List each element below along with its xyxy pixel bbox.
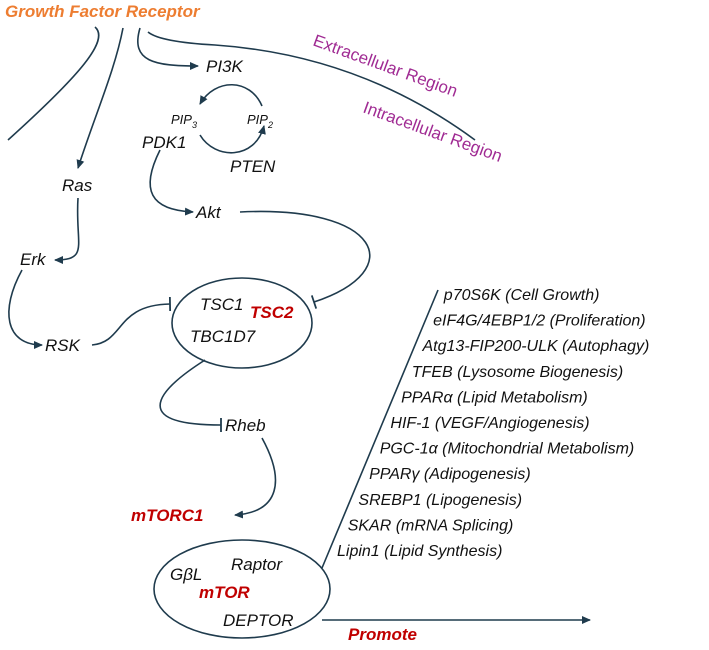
target-item: SKAR (mRNA Splicing) bbox=[348, 517, 514, 534]
target-item: TFEB (Lysosome Biogenesis) bbox=[412, 364, 623, 381]
receptor-label: Growth Factor Receptor bbox=[5, 2, 201, 21]
mtorc1-complex-ellipse bbox=[153, 539, 331, 639]
tbc1d7-label: TBC1D7 bbox=[190, 327, 256, 346]
ras-label: Ras bbox=[62, 176, 93, 195]
akt-label: Akt bbox=[195, 203, 222, 222]
edge-tsc-inhibits-rheb bbox=[159, 359, 222, 433]
edge-erk-to-rsk bbox=[8, 269, 43, 349]
edge-pip2-to-pip3 bbox=[199, 83, 263, 107]
tsc2-label: TSC2 bbox=[250, 303, 294, 322]
edge-pip3-to-pip2 bbox=[199, 125, 266, 154]
mtorc1-label: mTORC1 bbox=[131, 506, 203, 525]
raptor-label: Raptor bbox=[231, 555, 283, 574]
receptor-outer-arc bbox=[7, 26, 100, 141]
target-item: PGC-1α (Mitochondrial Metabolism) bbox=[380, 441, 635, 458]
edge-rheb-to-mtorc1 bbox=[234, 437, 277, 519]
tsc-complex-ellipse bbox=[171, 277, 313, 369]
target-item: PPARγ (Adipogenesis) bbox=[369, 466, 531, 483]
pip3-label: PIP3 bbox=[171, 112, 197, 130]
edge-rsk-inhibits-tsc bbox=[91, 296, 172, 346]
edge-pdk1-to-akt bbox=[149, 149, 194, 216]
target-item: eIF4G/4EBP1/2 (Proliferation) bbox=[433, 313, 646, 330]
rheb-label: Rheb bbox=[225, 416, 266, 435]
edge-receptor-to-pi3k bbox=[137, 27, 199, 70]
target-item: p70S6K (Cell Growth) bbox=[443, 287, 600, 304]
promote-diagonal-line bbox=[321, 289, 439, 569]
tsc1-label: TSC1 bbox=[200, 295, 243, 314]
erk-label: Erk bbox=[20, 250, 47, 269]
pip2-label: PIP2 bbox=[247, 112, 273, 130]
membrane-line bbox=[147, 31, 476, 141]
promote-label: Promote bbox=[348, 625, 417, 644]
edge-ras-to-erk bbox=[54, 197, 80, 264]
target-item: Atg13-FIP200-ULK (Autophagy) bbox=[422, 338, 650, 355]
edge-receptor-to-ras bbox=[76, 27, 124, 169]
intracellular-label: Intracellular Region bbox=[361, 98, 505, 166]
target-item: Lipin1 (Lipid Synthesis) bbox=[337, 543, 502, 560]
downstream-targets: p70S6K (Cell Growth) eIF4G/4EBP1/2 (Proli… bbox=[337, 287, 649, 560]
pten-label: PTEN bbox=[230, 157, 276, 176]
target-item: SREBP1 (Lipogenesis) bbox=[358, 492, 522, 509]
mtor-label: mTOR bbox=[199, 583, 250, 602]
pdk1-label: PDK1 bbox=[142, 133, 186, 152]
target-item: PPARα (Lipid Metabolism) bbox=[401, 389, 588, 406]
gbl-label: GβL bbox=[170, 565, 202, 584]
extracellular-label: Extracellular Region bbox=[311, 31, 460, 101]
target-item: HIF-1 (VEGF/Angiogenesis) bbox=[390, 415, 589, 432]
deptor-label: DEPTOR bbox=[223, 611, 294, 630]
pi3k-label: PI3K bbox=[206, 57, 244, 76]
edge-akt-inhibits-tsc bbox=[239, 210, 371, 309]
rsk-label: RSK bbox=[45, 336, 81, 355]
